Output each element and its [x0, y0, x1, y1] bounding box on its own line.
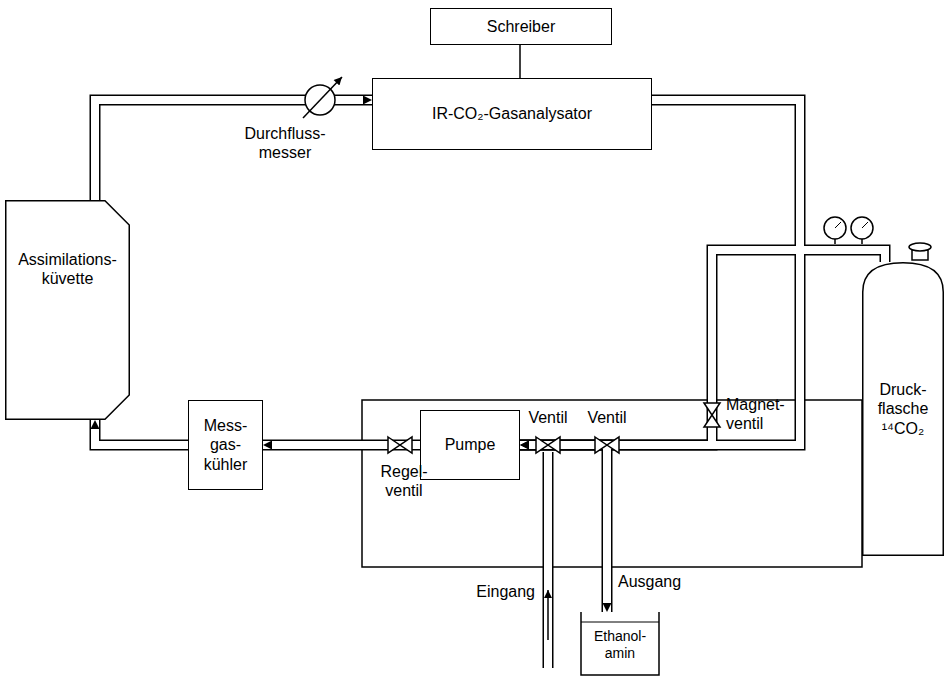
flow-connector	[520, 100, 800, 445]
gauge-needle	[835, 222, 841, 228]
part-label: Regel- ventil	[380, 462, 427, 500]
flow-arrow	[547, 590, 549, 640]
flowmeter-arrow	[303, 77, 342, 118]
liquid-level	[581, 622, 659, 623]
node-text: Ethanol- amin	[594, 628, 646, 662]
outline-path	[863, 263, 944, 556]
node-text: Druck- flasche ¹⁴CO₂	[878, 380, 929, 438]
outline-path	[581, 612, 659, 675]
node-text: Schreiber	[487, 17, 555, 36]
gas-cylinder: Druck- flasche ¹⁴CO₂	[862, 262, 944, 556]
pressure-gauge	[824, 217, 846, 239]
valve-symbol	[536, 437, 560, 453]
node-text: Assimilations- küvette	[18, 250, 117, 288]
pump-box: Pumpe	[420, 410, 520, 480]
node-text: Mess- gas- kühler	[204, 416, 248, 474]
tube-bore	[95, 420, 188, 445]
node-text: IR-CO₂-Gasanalysator	[432, 104, 592, 123]
analyzer-box: IR-CO₂-Gasanalysator	[372, 78, 652, 150]
flow-connector	[95, 420, 188, 445]
tube-bore	[520, 100, 800, 445]
tube-wall	[520, 100, 800, 445]
part-label: Durchfluss- messer	[245, 124, 326, 162]
node-text: Pumpe	[445, 435, 496, 454]
flow-connector	[520, 250, 885, 445]
flow-connector	[95, 100, 372, 200]
tube-wall	[95, 100, 372, 200]
bottle-handwheel	[909, 243, 931, 251]
valve-symbol	[388, 437, 412, 453]
part-label: Ventil	[528, 408, 567, 427]
valve-symbol	[595, 437, 619, 453]
tube-wall	[520, 250, 885, 445]
assimilation-cuvette-outline	[5, 200, 130, 420]
tube-bore	[95, 100, 372, 200]
port-label: Ausgang	[618, 572, 681, 591]
part-label: Ventil	[587, 408, 626, 427]
tube-wall	[95, 420, 188, 445]
port-label: Eingang	[476, 582, 535, 601]
pressure-gauge	[851, 217, 873, 239]
recorder-box: Schreiber	[430, 8, 612, 45]
outline-path	[6, 201, 130, 420]
part-label: Magnet- ventil	[726, 395, 785, 433]
absorber-beaker: Ethanol- amin	[580, 612, 660, 676]
tube-bore	[520, 250, 885, 445]
inlet-pipe-bore	[544, 452, 552, 668]
gauge-needle	[862, 222, 868, 228]
assimilation-cuvette: Assimilations- küvette	[5, 200, 130, 420]
solenoid-valve-symbol	[704, 403, 720, 427]
inlet-pipe	[543, 452, 554, 668]
signal-wire	[519, 45, 521, 78]
gas-cooler-box: Mess- gas- kühler	[188, 400, 263, 490]
